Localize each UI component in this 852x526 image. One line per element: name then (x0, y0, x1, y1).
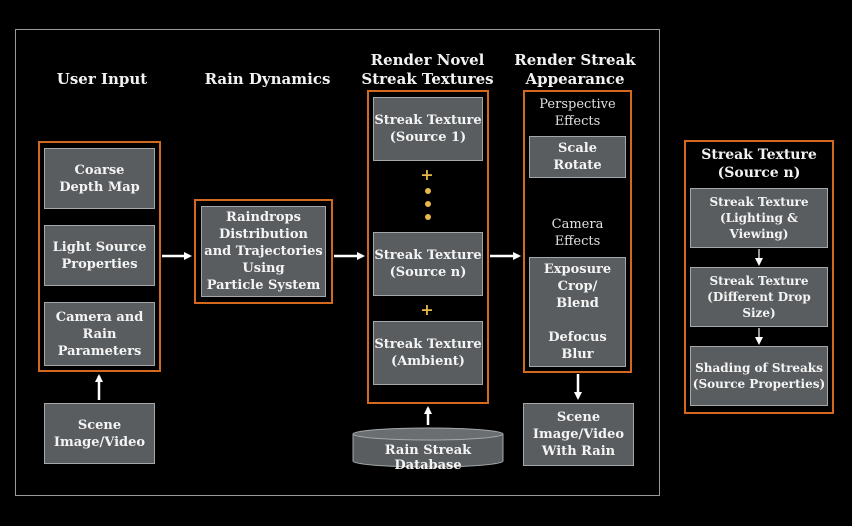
main-frame (15, 29, 660, 496)
plus-sign-2: + (420, 300, 434, 319)
ellipsis-dot (425, 214, 431, 220)
rain-streak-database-label: Rain Streak Database (384, 443, 472, 473)
ellipsis-dot (425, 201, 431, 207)
scale-rotate-box: Scale Rotate (529, 136, 626, 178)
plus-sign-1: + (420, 165, 434, 184)
streak-texture-detail-group (684, 140, 834, 414)
streak-texture-source-n-box: Streak Texture (Source n) (373, 232, 483, 296)
streak-texture-source-1-box: Streak Texture (Source 1) (373, 97, 483, 161)
render-appearance-group (523, 90, 632, 373)
raindrops-distribution-box: Raindrops Distribution and Trajectories … (201, 206, 326, 297)
different-drop-size-box: Streak Texture (Different Drop Size) (690, 267, 828, 327)
streak-texture-ambient-box: Streak Texture (Ambient) (373, 321, 483, 385)
scene-with-rain-output-box: Scene Image/Video With Rain (523, 403, 634, 466)
camera-rain-parameters-box: Camera and Rain Parameters (44, 302, 155, 366)
rain-streak-database-cylinder (352, 427, 504, 468)
header-streak-texture-source-n: Streak Texture (Source n) (701, 147, 817, 181)
header-render-novel: Render Novel Streak Textures (361, 51, 494, 88)
ellipsis-dot (425, 188, 431, 194)
perspective-effects-label: Perspective Effects (539, 97, 616, 129)
exposure-crop-blend-defocus-box: Exposure Crop/ Blend Defocus Blur (529, 257, 626, 367)
scene-image-video-box: Scene Image/Video (44, 403, 155, 464)
light-source-properties-box: Light Source Properties (44, 225, 155, 286)
shading-of-streaks-box: Shading of Streaks (Source Properties) (690, 346, 828, 406)
camera-effects-label: Camera Effects (551, 217, 604, 249)
rain-dynamics-group (194, 199, 333, 304)
render-novel-group (367, 90, 489, 404)
lighting-viewing-box: Streak Texture (Lighting & Viewing) (690, 188, 828, 248)
coarse-depth-map-box: Coarse Depth Map (44, 148, 155, 209)
header-render-appearance: Render Streak Appearance (514, 51, 636, 88)
header-rain-dynamics: Rain Dynamics (204, 70, 331, 88)
header-user-input: User Input (56, 70, 148, 88)
user-input-group (38, 141, 161, 372)
